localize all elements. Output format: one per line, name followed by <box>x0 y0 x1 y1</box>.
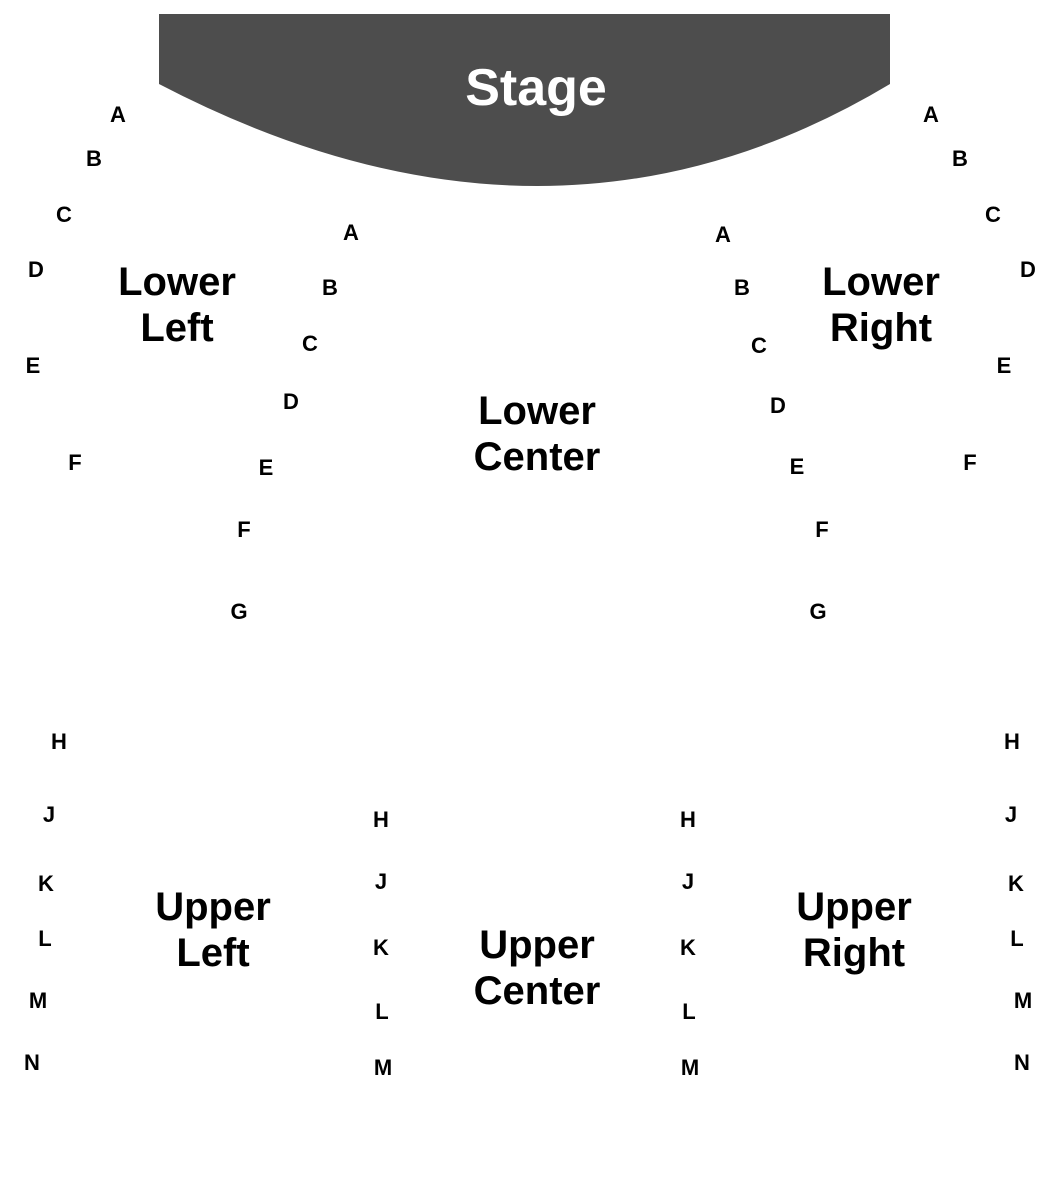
row-label-lower-right-outer-d: D <box>1020 257 1036 282</box>
row-label-lower-right-outer-c: C <box>985 202 1001 227</box>
row-label-upper-right-outer-j: J <box>1004 802 1018 827</box>
section-upper-center[interactable]: Upper Center <box>473 923 601 1013</box>
row-label-upper-center-right-l: L <box>682 999 696 1024</box>
row-label-lower-right-inner-g: G <box>809 599 827 624</box>
row-label-lower-left-inner-g: G <box>230 599 248 624</box>
row-label-upper-right-outer-n: N <box>1014 1050 1030 1075</box>
row-label-upper-center-right-j: J <box>681 869 695 894</box>
row-label-lower-right-inner-a: A <box>715 222 731 247</box>
row-label-upper-right-outer-l: L <box>1010 926 1024 951</box>
row-label-upper-center-right-m: M <box>680 1055 700 1080</box>
row-label-upper-right-outer-h: H <box>1004 729 1020 754</box>
row-label-upper-left-outer-l: L <box>38 926 52 951</box>
row-label-lower-right-outer-a: A <box>923 102 939 127</box>
row-label-lower-right-inner-c: C <box>751 333 767 358</box>
row-label-lower-left-outer-a: A <box>110 102 126 127</box>
row-label-lower-left-inner-c: C <box>302 331 318 356</box>
row-label-lower-right-outer-f: F <box>963 450 977 475</box>
row-label-lower-right-inner-d: D <box>770 393 786 418</box>
row-label-lower-left-outer-e: E <box>25 353 41 378</box>
row-label-upper-center-left-l: L <box>375 999 389 1024</box>
row-label-lower-right-outer-e: E <box>996 353 1012 378</box>
row-label-upper-left-outer-k: K <box>38 871 54 896</box>
section-upper-right[interactable]: Upper Right <box>796 885 912 975</box>
row-label-upper-left-outer-h: H <box>51 729 67 754</box>
row-label-lower-right-inner-f: F <box>815 517 829 542</box>
row-label-upper-center-left-j: J <box>374 869 388 894</box>
row-label-lower-left-inner-b: B <box>322 275 338 300</box>
stage-label: Stage <box>465 59 607 117</box>
row-label-upper-right-outer-m: M <box>1013 988 1033 1013</box>
row-label-upper-left-outer-j: J <box>42 802 56 827</box>
row-label-upper-center-left-k: K <box>373 935 389 960</box>
row-label-lower-right-inner-b: B <box>734 275 750 300</box>
row-label-upper-center-left-h: H <box>373 807 389 832</box>
row-label-upper-left-outer-n: N <box>24 1050 40 1075</box>
row-label-lower-left-outer-d: D <box>28 257 44 282</box>
row-label-upper-center-left-m: M <box>373 1055 393 1080</box>
row-label-upper-right-outer-k: K <box>1008 871 1024 896</box>
row-label-lower-right-inner-e: E <box>789 454 805 479</box>
section-lower-left[interactable]: Lower Left <box>118 260 236 350</box>
row-label-lower-left-inner-d: D <box>283 389 299 414</box>
row-label-lower-left-outer-f: F <box>68 450 82 475</box>
row-label-lower-left-outer-c: C <box>56 202 72 227</box>
row-label-upper-center-right-k: K <box>680 935 696 960</box>
row-label-lower-left-outer-b: B <box>86 146 102 171</box>
section-lower-right[interactable]: Lower Right <box>822 260 940 350</box>
row-label-upper-center-right-h: H <box>680 807 696 832</box>
row-label-lower-left-inner-e: E <box>258 455 274 480</box>
section-upper-left[interactable]: Upper Left <box>155 885 271 975</box>
row-label-lower-left-inner-a: A <box>343 220 359 245</box>
row-label-upper-left-outer-m: M <box>28 988 48 1013</box>
stage-shape <box>159 14 890 186</box>
row-label-lower-left-inner-f: F <box>237 517 251 542</box>
row-label-lower-right-outer-b: B <box>952 146 968 171</box>
section-lower-center[interactable]: Lower Center <box>473 389 601 479</box>
